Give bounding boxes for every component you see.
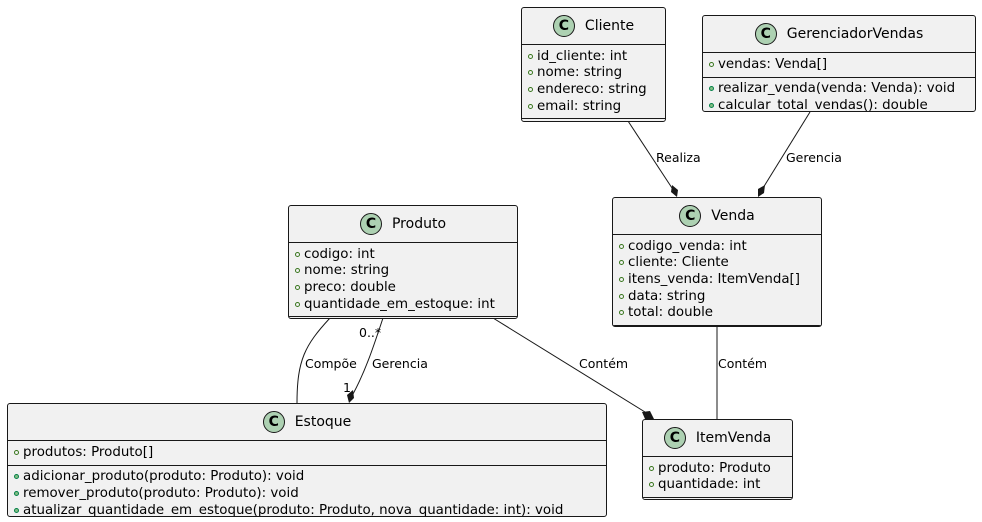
public-method-icon <box>14 474 19 480</box>
attribute: vendas: Venda[] <box>703 56 975 73</box>
class-name: GerenciadorVendas <box>786 26 924 42</box>
class-name: Estoque <box>294 414 352 430</box>
attribute: quantidade: int <box>643 477 792 494</box>
methods-section: realizar_venda(venda: Venda): void calcu… <box>703 78 975 111</box>
attributes-section: codigo_venda: int cliente: Cliente itens… <box>613 235 821 326</box>
public-method-icon <box>14 507 19 513</box>
attribute: produto: Produto <box>643 460 792 477</box>
attributes-section: id_cliente: int nome: string endereco: s… <box>522 45 665 120</box>
attributes-section: vendas: Venda[] <box>703 53 975 78</box>
attribute: total: double <box>613 304 821 321</box>
class-name: Produto <box>391 216 447 232</box>
multiplicity-target: 1 <box>343 380 351 395</box>
class-estoque: C Estoque produtos: Produto[] adicionar_… <box>7 403 607 517</box>
public-attribute-icon <box>295 284 300 290</box>
methods-section <box>613 326 821 327</box>
class-venda: C Venda codigo_venda: int cliente: Clien… <box>612 197 822 327</box>
class-icon: C <box>359 213 382 235</box>
attributes-section: produto: Produto quantidade: int <box>643 457 792 499</box>
class-icon: C <box>663 427 686 449</box>
public-attribute-icon <box>528 86 533 92</box>
class-name: ItemVenda <box>695 430 772 446</box>
attribute: produtos: Produto[] <box>8 444 606 461</box>
public-attribute-icon <box>619 243 624 249</box>
edge-gerenciador-venda <box>762 111 811 189</box>
methods-section <box>643 498 792 499</box>
attributes-section: produtos: Produto[] <box>8 441 606 466</box>
class-gerenciador-vendas: C GerenciadorVendas vendas: Venda[] real… <box>702 15 976 112</box>
class-icon: C <box>754 23 777 45</box>
edge-label-gerencia-estoque: Gerencia <box>372 356 428 371</box>
attribute: nome: string <box>289 263 517 280</box>
class-header: C GerenciadorVendas <box>703 16 975 53</box>
methods-section <box>522 119 665 121</box>
attribute: cliente: Cliente <box>613 255 821 272</box>
edge-cliente-venda <box>627 120 673 189</box>
public-method-icon <box>709 102 714 108</box>
edge-label-compoe: Compõe <box>305 356 357 371</box>
public-attribute-icon <box>709 61 714 67</box>
attribute: preco: double <box>289 279 517 296</box>
attribute: id_cliente: int <box>522 48 665 65</box>
class-header: C Estoque <box>8 404 606 441</box>
edge-label-gerencia-venda: Gerencia <box>786 150 842 165</box>
attribute: quantidade_em_estoque: int <box>289 296 517 313</box>
edge-produto-estoque-gerencia <box>352 317 384 395</box>
methods-section <box>289 317 517 318</box>
class-cliente: C Cliente id_cliente: int nome: string e… <box>521 7 666 122</box>
public-attribute-icon <box>619 276 624 282</box>
method: adicionar_produto(produto: Produto): voi… <box>8 469 606 486</box>
edge-label-contem-produto: Contém <box>579 356 629 371</box>
class-header: C Cliente <box>522 8 665 45</box>
public-attribute-icon <box>649 482 654 488</box>
public-attribute-icon <box>295 251 300 257</box>
edge-label-realiza: Realiza <box>656 150 701 165</box>
class-icon: C <box>262 411 285 433</box>
attribute: email: string <box>522 98 665 115</box>
class-name: Venda <box>711 208 755 224</box>
edge-produto-itemvenda <box>492 317 646 413</box>
attributes-section: codigo: int nome: string preco: double q… <box>289 243 517 318</box>
method: calcular_total_vendas(): double <box>703 97 975 111</box>
method: realizar_venda(venda: Venda): void <box>703 81 975 98</box>
composition-diamond <box>758 185 765 197</box>
composition-diamond <box>671 185 678 197</box>
public-attribute-icon <box>295 268 300 274</box>
class-header: C Venda <box>613 198 821 235</box>
attribute: data: string <box>613 288 821 305</box>
class-icon: C <box>552 15 575 37</box>
attribute: endereco: string <box>522 81 665 98</box>
public-method-icon <box>14 490 19 496</box>
class-produto: C Produto codigo: int nome: string preco… <box>288 205 518 319</box>
methods-section: adicionar_produto(produto: Produto): voi… <box>8 466 606 516</box>
attribute: codigo: int <box>289 246 517 263</box>
edge-produto-estoque-compoe <box>296 317 331 404</box>
method: atualizar_quantidade_em_estoque(produto:… <box>8 502 606 516</box>
edge-label-contem-venda: Contém <box>718 356 768 371</box>
public-attribute-icon <box>528 70 533 76</box>
public-attribute-icon <box>619 310 624 316</box>
public-method-icon <box>709 86 714 92</box>
attribute: codigo_venda: int <box>613 238 821 255</box>
public-attribute-icon <box>528 53 533 59</box>
composition-diamond <box>347 390 354 403</box>
class-itemvenda: C ItemVenda produto: Produto quantidade:… <box>642 419 793 500</box>
class-name: Cliente <box>584 18 635 34</box>
public-attribute-icon <box>619 260 624 266</box>
public-attribute-icon <box>619 293 624 299</box>
public-attribute-icon <box>528 103 533 109</box>
class-icon: C <box>679 205 702 227</box>
attribute: nome: string <box>522 65 665 82</box>
method: remover_produto(produto: Produto): void <box>8 485 606 502</box>
public-attribute-icon <box>295 301 300 307</box>
class-header: C Produto <box>289 206 517 243</box>
attribute: itens_venda: ItemVenda[] <box>613 271 821 288</box>
public-attribute-icon <box>649 465 654 471</box>
composition-diamond <box>642 411 654 419</box>
multiplicity-source: 0..* <box>359 325 382 340</box>
class-header: C ItemVenda <box>643 420 792 457</box>
public-attribute-icon <box>14 449 19 455</box>
